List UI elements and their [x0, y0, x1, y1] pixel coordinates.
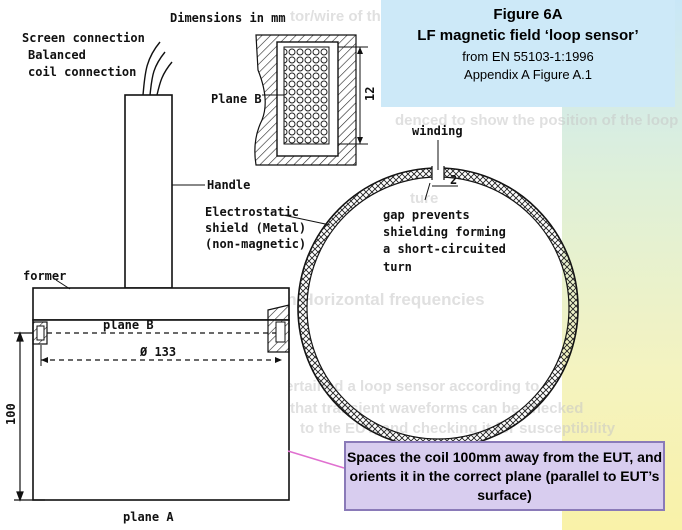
label-gap-4: turn: [383, 260, 412, 274]
label-dim-2: 2: [450, 173, 457, 187]
former: [32, 287, 290, 501]
label-handle: Handle: [207, 178, 250, 192]
label-gap-3: a short-circuited: [383, 242, 506, 256]
label-shield-1: Electrostatic: [205, 205, 299, 219]
label-plane-b-top: Plane B: [211, 92, 262, 106]
dim-100: [14, 331, 45, 502]
cables: [142, 41, 173, 96]
label-dim-100: 100: [4, 403, 18, 425]
callout-pointer: [287, 450, 345, 469]
coil-cross-section: [254, 34, 368, 166]
label-screen-connection: Screen connection: [22, 31, 145, 45]
figure-appendix: Appendix A Figure A.1: [464, 67, 592, 82]
callout-box: Spaces the coil 100mm away from the EUT,…: [344, 441, 665, 511]
label-dimensions: Dimensions in mm: [170, 11, 286, 25]
label-former: former: [23, 269, 66, 283]
label-shield-2: shield (Metal): [205, 221, 306, 235]
label-dim-12: 12: [363, 87, 377, 101]
figure-number: Figure 6A: [493, 6, 563, 23]
label-coil-connection: coil connection: [28, 65, 136, 79]
label-shield-3: (non-magnetic): [205, 237, 306, 251]
handle: [124, 94, 173, 289]
label-balanced: Balanced: [28, 48, 86, 62]
figure-source: from EN 55103-1:1996: [462, 49, 594, 64]
label-winding: winding: [412, 124, 463, 138]
figure-title: LF magnetic field ‘loop sensor’: [417, 27, 639, 44]
label-diameter: Ø 133: [139, 345, 176, 359]
label-gap-1: gap prevents: [383, 208, 470, 222]
ghost-line: ture: [410, 190, 439, 207]
ghost-line: denced to show the position of the loop …: [395, 112, 682, 129]
label-plane-b: plane B: [103, 318, 154, 332]
ring-shield: [297, 140, 579, 449]
label-gap-2: shielding forming: [383, 225, 506, 239]
figure-title-box: Figure 6A LF magnetic field ‘loop sensor…: [381, 0, 675, 107]
ghost-line: that transient waveforms can be checked: [290, 400, 584, 417]
label-plane-a: plane A: [123, 510, 174, 524]
